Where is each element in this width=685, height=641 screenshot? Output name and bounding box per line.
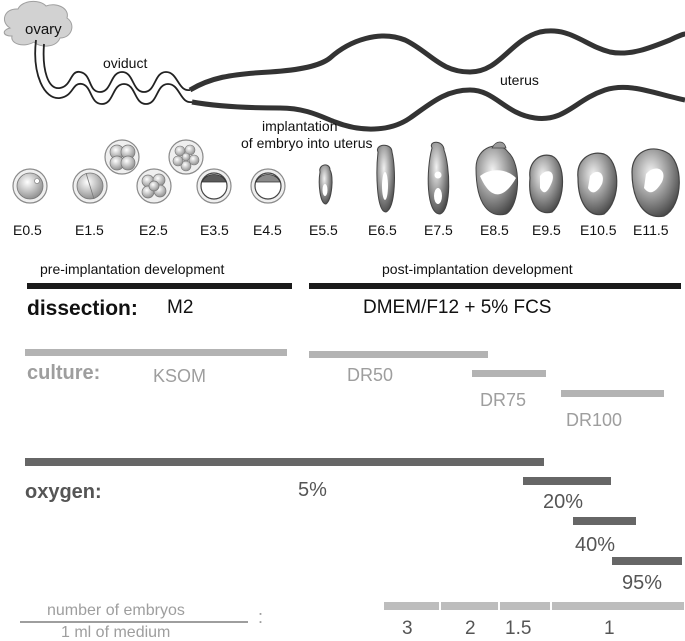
- stage-label-e11-5: E11.5: [633, 222, 669, 238]
- uterus-wall-upper: [188, 28, 685, 93]
- oxygen-level-40: 40%: [575, 534, 616, 556]
- culture-bar-ksom: [25, 349, 287, 356]
- culture-label: culture:: [27, 362, 101, 384]
- embryo-e10-5: [577, 152, 618, 216]
- post-implantation-bar: [309, 283, 681, 289]
- embryo-ratio-fraction-line: [20, 621, 248, 623]
- embryo-e2-5-lower: [136, 168, 172, 204]
- dissection-post-medium: DMEM/F12 + 5% FCS: [363, 297, 552, 318]
- embryo-e2-5-morula: [168, 139, 204, 175]
- oxygen-bar-40: [573, 517, 636, 525]
- culture-bar-dr100: [561, 390, 664, 397]
- embryo-e0-5: [12, 168, 48, 204]
- embryo-count-bar-3: [384, 602, 439, 610]
- uterus-wall-lower: [191, 84, 685, 132]
- embryo-e3-5: [196, 168, 232, 204]
- embryo-e5-5: [318, 164, 333, 205]
- stage-label-e10-5: E10.5: [580, 222, 617, 238]
- culture-medium-ksom: KSOM: [153, 366, 207, 386]
- embryo-count-bar-1-5: [500, 602, 550, 610]
- embryo-count-1-5: 1.5: [505, 618, 532, 639]
- stage-label-e0-5: E0.5: [13, 222, 42, 238]
- reproductive-tract-illustration: [3, 1, 685, 218]
- dissection-pre-medium: M2: [167, 297, 194, 318]
- embryo-count-2: 2: [465, 618, 476, 639]
- embryo-e1-5: [72, 168, 108, 204]
- embryo-e7-5: [427, 141, 450, 215]
- ovary-shape: [3, 1, 73, 47]
- oxygen-bar-95: [612, 557, 682, 565]
- culture-medium-dr75: DR75: [480, 390, 527, 410]
- uterus-label: uterus: [500, 72, 539, 88]
- implantation-label-line1: implantation: [262, 118, 338, 134]
- culture-medium-dr100: DR100: [566, 410, 623, 430]
- embryo-count-bar-2: [441, 602, 498, 610]
- stage-label-e6-5: E6.5: [368, 222, 397, 238]
- culture-medium-dr50: DR50: [347, 365, 394, 385]
- stage-label-e9-5: E9.5: [532, 222, 561, 238]
- stage-label-e4-5: E4.5: [253, 222, 282, 238]
- oviduct-tube-upper: [42, 43, 191, 93]
- embryo-ratio-numerator: number of embryos: [47, 602, 185, 619]
- oxygen-level-5: 5%: [298, 479, 327, 501]
- implantation-label-line2: of embryo into uterus: [241, 135, 373, 151]
- embryo-e8-5: [475, 141, 519, 216]
- embryo-count-1: 1: [604, 618, 615, 639]
- stage-label-e5-5: E5.5: [309, 222, 338, 238]
- embryo-e2-5-upper: [104, 139, 140, 175]
- oxygen-level-20: 20%: [543, 491, 584, 513]
- oviduct-tube-lower: [34, 39, 193, 105]
- embryo-count-bar-1: [552, 602, 684, 610]
- stage-label-e8-5: E8.5: [480, 222, 509, 238]
- culture-bar-dr75: [472, 370, 546, 377]
- embryo-e4-5: [250, 168, 286, 204]
- embryo-ratio-colon: :: [258, 607, 264, 627]
- oxygen-bar-20: [523, 477, 611, 485]
- stage-label-e2-5: E2.5: [139, 222, 168, 238]
- pre-implantation-label: pre-implantation development: [40, 261, 225, 277]
- dissection-label: dissection:: [27, 297, 138, 320]
- pre-implantation-bar: [27, 283, 292, 289]
- culture-bar-dr50: [309, 351, 488, 358]
- oxygen-level-95: 95%: [622, 572, 663, 594]
- oviduct-label: oviduct: [103, 55, 148, 71]
- post-implantation-label: post-implantation development: [382, 261, 573, 277]
- embryo-e6-5: [376, 144, 395, 213]
- ovary-label: ovary: [25, 21, 62, 38]
- oxygen-bar-5: [25, 458, 544, 466]
- embryo-e9-5: [529, 154, 563, 214]
- embryo-e11-5: [631, 148, 680, 218]
- oxygen-label: oxygen:: [25, 481, 102, 503]
- embryo-ratio-denominator: 1 ml of medium: [61, 624, 171, 641]
- stage-label-e7-5: E7.5: [424, 222, 453, 238]
- stage-label-e1-5: E1.5: [75, 222, 104, 238]
- stage-label-e3-5: E3.5: [200, 222, 229, 238]
- embryo-count-3: 3: [402, 618, 413, 639]
